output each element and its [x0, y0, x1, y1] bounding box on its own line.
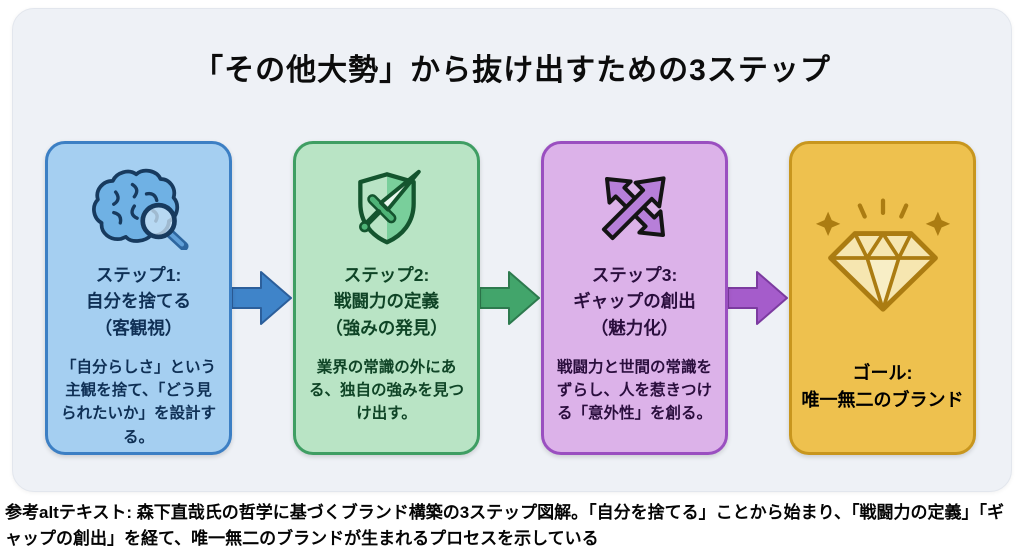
step1-card: ステップ1: 自分を捨てる （客観視） 「自分らしさ」という主観を捨て、「どう見…	[45, 141, 232, 455]
step2-title: ステップ2: 戦闘力の定義 （強みの発見）	[325, 265, 448, 338]
step1-title: ステップ1: 自分を捨てる （客観視）	[86, 265, 191, 338]
shield-sword-icon	[339, 166, 435, 248]
alt-text-caption: 参考altテキスト: 森下直哉氏の哲学に基づくブランド構築の3ステップ図解。「自…	[5, 503, 1004, 549]
arrow-step2-to-step3-icon	[480, 271, 540, 325]
page-title: 「その他大勢」から抜け出すための3ステップ	[193, 54, 831, 87]
crossed-arrows-icon	[587, 166, 683, 248]
diamond-icon	[814, 198, 952, 316]
step1-body: 「自分らしさ」という主観を捨て、「どう見られたいか」を設計する。	[60, 358, 216, 446]
infographic-panel: 「その他大勢」から抜け出すための3ステップ ステップ1: 自分を捨てる （客観視…	[12, 8, 1012, 492]
step3-title: ステップ3: ギャップの創出 （魅力化）	[573, 265, 696, 338]
arrow-step3-to-goal-icon	[728, 271, 788, 325]
steps-flow: ステップ1: 自分を捨てる （客観視） 「自分らしさ」という主観を捨て、「どう見…	[45, 141, 981, 455]
step2-body: 業界の常識の外にある、独自の強みを見つけ出す。	[308, 358, 464, 423]
step3-card: ステップ3: ギャップの創出 （魅力化） 戦闘力と世間の常識をずらし、人を惹きつ…	[541, 141, 728, 455]
goal-card: ゴール: 唯一無二のブランド	[789, 141, 976, 455]
goal-title: ゴール: 唯一無二のブランド	[801, 363, 964, 410]
brain-magnifier-icon	[86, 166, 192, 250]
arrow-step1-to-step2-icon	[232, 271, 292, 325]
step3-body: 戦闘力と世間の常識をずらし、人を惹きつける「意外性」を創る。	[556, 358, 712, 423]
step2-card: ステップ2: 戦闘力の定義 （強みの発見） 業界の常識の外にある、独自の強みを見…	[293, 141, 480, 455]
